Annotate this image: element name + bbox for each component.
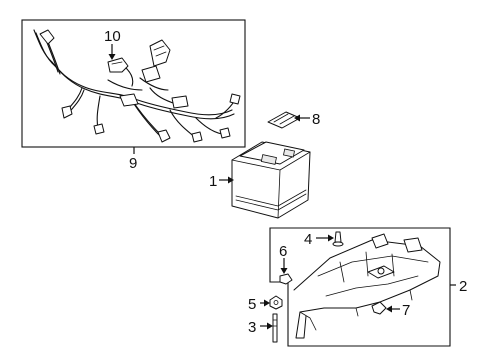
tray-group	[269, 227, 451, 347]
tray-frame	[269, 227, 451, 347]
clip-7	[371, 301, 387, 315]
battery-tray	[293, 233, 441, 339]
callout-2: 2	[459, 278, 467, 295]
callout-4: 4	[304, 231, 312, 248]
callout-8: 8	[312, 111, 320, 128]
harness-frame	[21, 19, 246, 148]
callout-3: 3	[248, 319, 256, 336]
callout-5: 5	[248, 296, 256, 313]
callout-9: 9	[129, 155, 137, 172]
callout-10: 10	[104, 28, 121, 45]
connector-part	[107, 57, 134, 87]
callout-6: 6	[279, 243, 287, 260]
harness-group	[21, 19, 246, 148]
leader-lines	[108, 44, 456, 330]
nut-5	[269, 295, 283, 310]
battery	[231, 141, 311, 219]
stud	[332, 231, 344, 247]
bolt-3	[272, 313, 278, 343]
nut-6	[279, 273, 293, 285]
wiring-harness	[33, 29, 241, 143]
hold-down-clamp	[267, 111, 301, 129]
callout-1: 1	[209, 173, 217, 190]
callout-7: 7	[402, 302, 410, 319]
